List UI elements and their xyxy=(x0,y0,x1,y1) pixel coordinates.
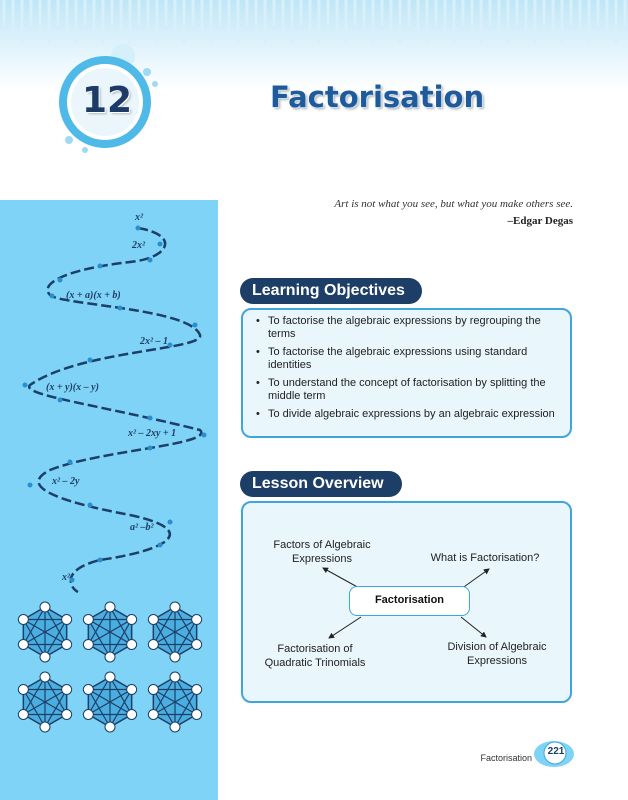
spiral-expression: x² – 2y xyxy=(51,476,80,487)
spiral-expression: 2x² xyxy=(131,240,146,251)
network-node-icon xyxy=(82,709,94,720)
footer-chapter-label: Factorisation xyxy=(480,753,532,763)
network-node-icon xyxy=(147,684,159,695)
network-node-icon xyxy=(191,639,203,650)
network-node-icon xyxy=(104,671,116,683)
network-node-icon xyxy=(147,614,159,625)
network-node-icon xyxy=(104,651,116,663)
network-node-icon xyxy=(61,639,73,650)
spiral-expression: x² xyxy=(61,572,71,583)
expression-spiral: x² 2x² (x + a)(x + b) 2x² – 1 (x + y)(x … xyxy=(22,212,207,594)
quote-author: –Edgar Degas xyxy=(507,215,574,227)
chapter-title: Factorisation xyxy=(270,80,485,114)
spiral-expression: a² –b² xyxy=(130,522,154,533)
overview-factors-node: Factors of Algebraic Expressions xyxy=(273,539,371,565)
network-node-icon xyxy=(169,601,181,613)
network-node-icon xyxy=(191,614,203,625)
spiral-expression: x² – 2xy + 1 xyxy=(127,428,176,439)
network-node-icon xyxy=(39,651,51,663)
overview-center-node: Factorisation xyxy=(349,586,470,616)
network-node-icon xyxy=(169,671,181,683)
network-node-icon xyxy=(39,671,51,683)
network-node-icon xyxy=(191,684,203,695)
network-node-icon xyxy=(82,684,94,695)
overview-what-node: What is Factorisation? xyxy=(430,552,540,564)
network-node-icon xyxy=(17,709,29,720)
network-node-icon xyxy=(126,684,138,695)
network-node-icon xyxy=(126,639,138,650)
overview-division-node: Division of Algebraic Expressions xyxy=(447,641,547,667)
network-node-icon xyxy=(82,614,94,625)
network-node-icon xyxy=(126,614,138,625)
network-node-icon xyxy=(169,651,181,663)
overview-arrows xyxy=(322,567,490,639)
network-node-icon xyxy=(147,639,159,650)
network-node-icon xyxy=(191,709,203,720)
network-node-icon xyxy=(61,709,73,720)
objective-item: To divide algebraic expressions by an al… xyxy=(256,408,560,421)
objective-item: To understand the concept of factorisati… xyxy=(256,377,560,403)
network-node-icon xyxy=(104,721,116,733)
network-node-icon xyxy=(17,614,29,625)
network-node-icon xyxy=(126,709,138,720)
spiral-expression: (x + a)(x + b) xyxy=(66,290,121,301)
network-graph-icons xyxy=(17,601,203,733)
network-node-icon xyxy=(17,684,29,695)
network-node-icon xyxy=(39,721,51,733)
network-node-icon xyxy=(17,639,29,650)
lesson-overview-heading: Lesson Overview xyxy=(240,471,402,497)
objective-item: To factorise the algebraic expressions b… xyxy=(256,315,560,341)
objectives-list: To factorise the algebraic expressions b… xyxy=(243,310,570,421)
network-node-icon xyxy=(82,639,94,650)
network-node-icon xyxy=(104,601,116,613)
network-node-icon xyxy=(61,684,73,695)
page-badge-icon xyxy=(534,741,574,767)
chapter-number: 12 xyxy=(82,80,133,121)
overview-quadratic-node: Factorisation of Quadratic Trinomials xyxy=(264,643,366,669)
chapter-badge-icon xyxy=(59,44,158,153)
network-node-icon xyxy=(169,721,181,733)
spiral-expression: (x + y)(x – y) xyxy=(46,382,99,393)
learning-objectives-box: To factorise the algebraic expressions b… xyxy=(241,308,572,438)
spiral-expression: 2x² – 1 xyxy=(139,336,168,347)
spiral-expression: x² xyxy=(134,212,144,223)
network-node-icon xyxy=(61,614,73,625)
network-node-icon xyxy=(147,709,159,720)
quote-text: Art is not what you see, but what you ma… xyxy=(334,198,573,210)
learning-objectives-heading: Learning Objectives xyxy=(240,278,422,304)
page-number: 221 xyxy=(547,746,565,757)
network-node-icon xyxy=(39,601,51,613)
objective-item: To factorise the algebraic expressions u… xyxy=(256,346,560,372)
